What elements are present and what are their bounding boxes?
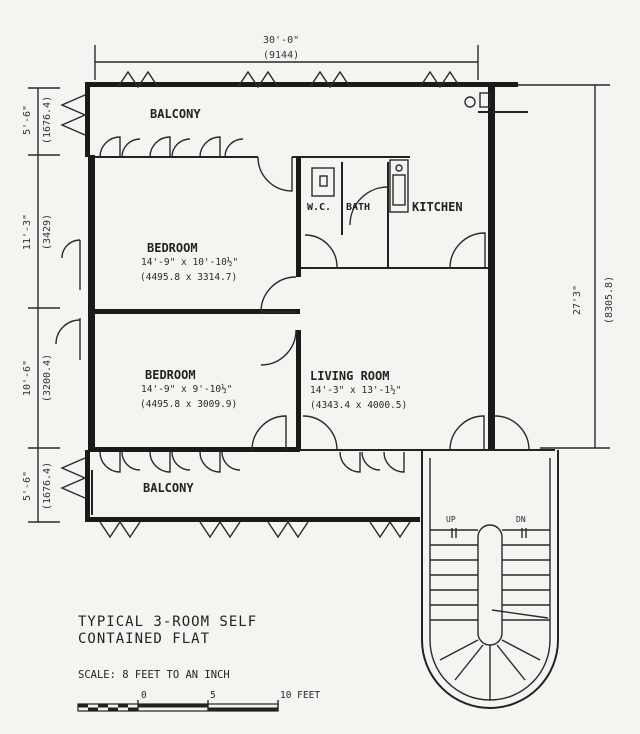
right-dimension-line [500, 84, 610, 449]
scale-tick-10: 10 FEET [280, 690, 320, 701]
living-room-size-mm: (4343.4 x 4000.5) [310, 400, 407, 411]
room-label-living-room: LIVING ROOM [310, 369, 389, 383]
left-dim-bedroom-1: 11'-3" [22, 214, 33, 250]
left-dim-bedroom-2-mm: (3200.4) [42, 354, 53, 402]
bedroom-2-size-mm: (4495.8 x 3009.9) [140, 399, 237, 410]
scale-tick-5: 5 [210, 690, 216, 701]
overall-depth-label: 27'3" [572, 285, 583, 315]
scale-tick-0: 0 [141, 690, 147, 701]
fixtures [311, 92, 491, 213]
scale-text: SCALE: 8 FEET TO AN INCH [78, 669, 230, 681]
room-label-bath: BATH [346, 202, 370, 213]
left-dim-bedroom-1-mm: (3429) [42, 214, 53, 250]
bedroom-1-size: 14'-9" x 10'-10½" [141, 257, 238, 268]
windows [55, 70, 461, 539]
room-label-balcony-bottom: BALCONY [143, 481, 194, 495]
staircase [421, 450, 559, 709]
left-dimension-line [28, 87, 60, 523]
room-label-wc: W.C. [307, 202, 331, 213]
left-dim-balcony-top-mm: (1676.4) [42, 96, 53, 144]
plan-title-line-2: CONTAINED FLAT [78, 631, 210, 647]
room-label-bedroom-2: BEDROOM [145, 368, 196, 382]
left-dim-balcony-bottom-mm: (1676.4) [42, 462, 53, 510]
stair-down-label: DN [516, 515, 526, 524]
stair-up-label: UP [446, 515, 456, 524]
living-room-size: 14'-3" x 13'-1½" [310, 385, 402, 396]
left-dim-balcony-top: 5'-6" [22, 105, 33, 135]
left-dim-bedroom-2: 10'-6" [22, 360, 33, 396]
room-label-balcony-top: BALCONY [150, 107, 201, 121]
top-dimension-line [94, 45, 479, 80]
plan-title-line-1: TYPICAL 3-ROOM SELF [78, 614, 257, 630]
scale-bar [77, 700, 279, 712]
overall-width-mm-label: (9144) [263, 50, 299, 61]
bedroom-1-size-mm: (4495.8 x 3314.7) [140, 272, 237, 283]
bedroom-2-size: 14'-9" x 9'-10½" [141, 384, 233, 395]
left-dim-balcony-bottom: 5'-6" [22, 471, 33, 501]
door-swings [99, 136, 530, 473]
overall-depth-mm-label: (8305.8) [604, 276, 615, 324]
room-label-bedroom-1: BEDROOM [147, 241, 198, 255]
overall-width-label: 30'-0" [263, 35, 299, 46]
stair-treads [430, 529, 550, 700]
walls [85, 82, 555, 522]
room-label-kitchen: KITCHEN [412, 200, 463, 214]
